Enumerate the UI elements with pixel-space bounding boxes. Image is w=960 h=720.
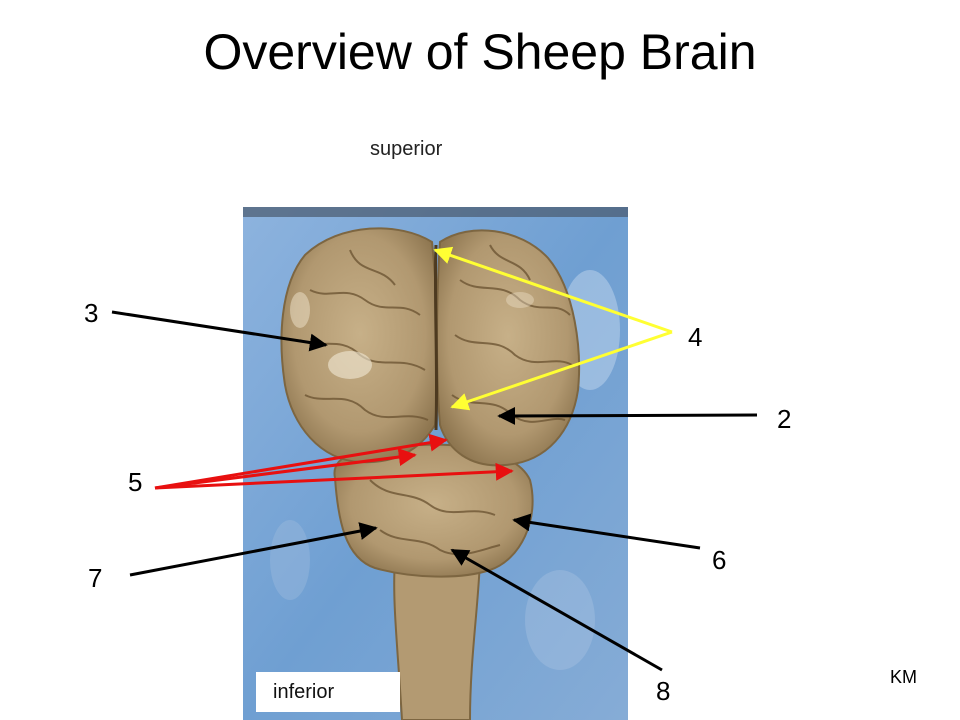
arrow-4a: [433, 246, 673, 334]
arrow-2: [497, 406, 758, 425]
arrow-4b: [450, 330, 673, 411]
label-2: 2: [777, 404, 792, 434]
superior-label: superior: [370, 138, 443, 160]
arrow-8: [450, 548, 663, 672]
arrow-5a: [154, 433, 448, 490]
label-8: 8: [656, 676, 671, 706]
pointer-arrows: [111, 246, 758, 672]
arrow-7: [129, 522, 378, 577]
slide-title: Overview of Sheep Brain: [203, 24, 757, 80]
arrow-5c: [154, 462, 514, 490]
author-credit: KM: [890, 667, 917, 687]
label-5: 5: [128, 467, 143, 497]
arrow-6: [512, 513, 701, 550]
arrow-5b: [154, 448, 417, 490]
label-7: 7: [88, 563, 103, 593]
inferior-label: inferior: [256, 672, 400, 712]
label-4: 4: [688, 322, 703, 352]
arrow-3: [111, 310, 328, 352]
label-3: 3: [84, 298, 99, 328]
label-6: 6: [712, 545, 727, 575]
